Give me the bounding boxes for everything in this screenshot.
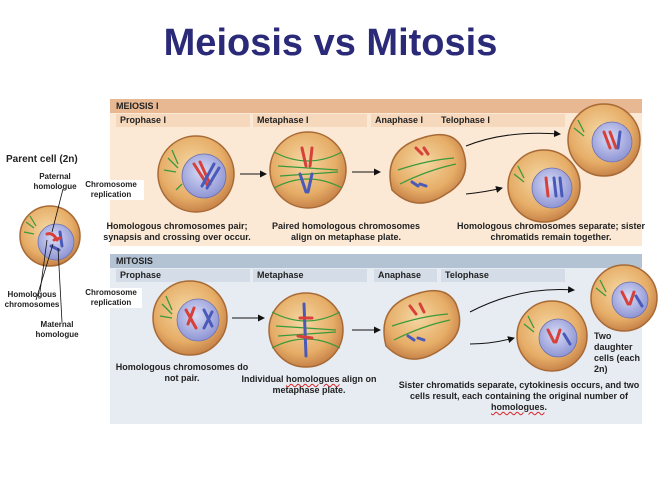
- meiosis-metaphase-caption: Paired homologous chromosomes align on m…: [271, 221, 421, 242]
- mitosis-end-caption-b: homologues: [490, 402, 545, 412]
- mitosis-end-caption-a: Sister chromatids separate, cytokinesis …: [398, 380, 640, 401]
- homologous-chromosomes-label: Homologous chromosomes: [4, 290, 60, 309]
- meiosis-anaphase-cell: [389, 133, 467, 204]
- mitosis-prophase-cell: [152, 280, 228, 356]
- phase-telophase-i: Telophase I: [437, 114, 565, 127]
- mitosis-end-caption-c: .: [544, 402, 547, 412]
- phase-anaphase-i: Anaphase I: [371, 114, 437, 127]
- parent-cell-label: Parent cell (2n): [6, 154, 78, 165]
- meiosis-end-caption: Homologous chromosomes separate; sister …: [456, 221, 646, 242]
- mitosis-metaphase-caption-a: Individual: [241, 374, 286, 384]
- meiosis-header: MEIOSIS I: [110, 99, 642, 113]
- meiosis-header-label: MEIOSIS I: [116, 101, 159, 111]
- mitosis-metaphase-caption-b: homologues: [286, 374, 340, 384]
- mitosis-metaphase-cell: [268, 292, 344, 368]
- phase-anaphase: Anaphase: [374, 269, 437, 282]
- phase-metaphase: Metaphase: [253, 269, 367, 282]
- meiosis-daughter-cell-1: [567, 103, 641, 177]
- mitosis-prophase-caption: Homologous chromosomes do not pair.: [115, 362, 249, 383]
- maternal-homologue-label: Maternal homologue: [35, 320, 79, 339]
- phase-prophase-i: Prophase I: [116, 114, 250, 127]
- mitosis-anaphase-cell: [383, 289, 461, 360]
- meiosis-prophase-caption: Homologous chromosomes pair; synapsis an…: [103, 221, 251, 242]
- mitosis-chromosome-replication-label: Chromosome replication: [80, 288, 142, 308]
- phase-telophase: Telophase: [441, 269, 565, 282]
- phase-metaphase-i: Metaphase I: [253, 114, 367, 127]
- mitosis-header: MITOSIS: [110, 254, 642, 268]
- mitosis-daughter-cell-2: [516, 300, 588, 372]
- phase-prophase: Prophase: [116, 269, 250, 282]
- page-title: Meiosis vs Mitosis: [163, 22, 498, 64]
- mitosis-header-label: MITOSIS: [116, 256, 153, 266]
- mitosis-metaphase-caption: Individual homologues align on metaphase…: [236, 374, 382, 396]
- mitosis-end-caption: Sister chromatids separate, cytokinesis …: [396, 380, 642, 413]
- meiosis-daughter-cell-2: [507, 149, 581, 223]
- meiosis-metaphase-cell: [269, 131, 347, 209]
- parent-cell: [19, 205, 81, 267]
- mitosis-daughter-cell-1: [590, 264, 658, 332]
- paternal-homologue-label: Paternal homologue: [33, 172, 77, 191]
- chromosome-replication-label: Chromosome replication: [78, 180, 144, 200]
- mitosis-metaphase-caption-c: align on metaphase plate.: [272, 374, 377, 395]
- daughter-cells-label: Two daughter cells (each 2n): [594, 331, 641, 374]
- meiosis-prophase-cell: [157, 135, 235, 213]
